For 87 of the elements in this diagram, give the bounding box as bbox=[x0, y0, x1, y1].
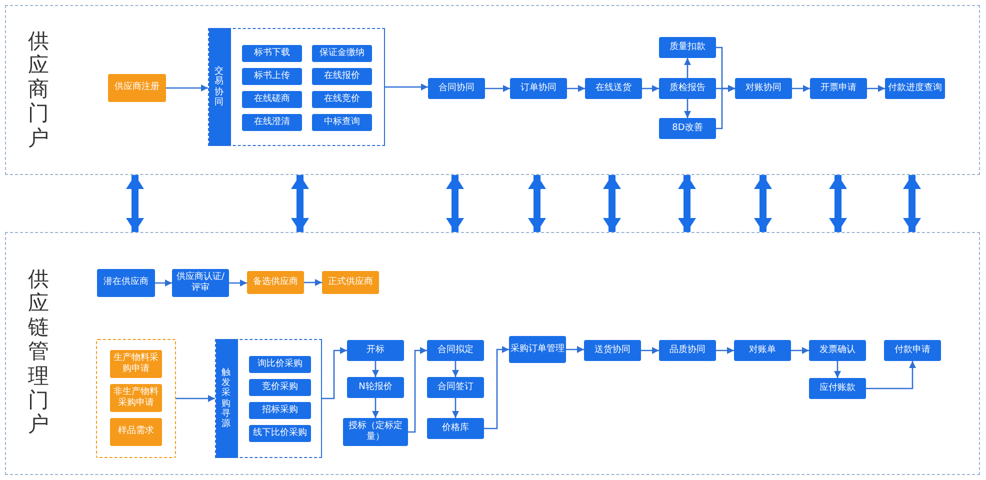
process-box: 在线澄清 bbox=[242, 114, 302, 131]
group-box bbox=[96, 339, 176, 458]
process-box: 备选供应商 bbox=[247, 271, 304, 294]
double-arrow bbox=[754, 175, 772, 232]
group-box bbox=[215, 339, 322, 458]
process-box: 质检报告 bbox=[659, 78, 716, 99]
group-title: 交易协同 bbox=[214, 66, 224, 108]
arrow bbox=[484, 346, 509, 430]
process-box: 付款申请 bbox=[884, 340, 941, 361]
arrow bbox=[229, 280, 247, 286]
arrow bbox=[452, 398, 459, 418]
process-box: 订单协同 bbox=[510, 78, 567, 99]
process-box: 品质协同 bbox=[659, 340, 716, 361]
process-box: 询比价采购 bbox=[249, 356, 311, 373]
process-box: 竞价采购 bbox=[249, 379, 311, 396]
double-arrow bbox=[678, 175, 696, 232]
arrow bbox=[791, 347, 809, 354]
arrow bbox=[176, 395, 215, 402]
process-box: 质量扣款 bbox=[659, 37, 716, 58]
process-box: 发票确认 bbox=[809, 340, 866, 361]
process-box: 开标 bbox=[347, 340, 404, 361]
process-box: 授标（定标定量） bbox=[343, 418, 408, 446]
double-arrow bbox=[903, 175, 921, 232]
arrow bbox=[834, 361, 841, 378]
arrow bbox=[304, 279, 322, 286]
process-box: 在线竞价 bbox=[312, 91, 372, 108]
process-box: 合同拟定 bbox=[427, 340, 484, 361]
portal-title: 供应链管理门户 bbox=[28, 267, 50, 436]
arrow bbox=[684, 99, 691, 118]
portal-title: 供应商门户 bbox=[28, 29, 50, 150]
process-box: 中标查询 bbox=[312, 114, 372, 131]
process-box: 合同签订 bbox=[427, 377, 484, 398]
arrow bbox=[867, 85, 885, 92]
process-box: 对账协同 bbox=[735, 78, 792, 99]
process-box: 保证金缴纳 bbox=[312, 45, 372, 62]
double-arrow bbox=[291, 175, 309, 232]
double-arrow bbox=[829, 175, 847, 232]
process-box: 样品需求 bbox=[110, 418, 162, 446]
arrow bbox=[485, 85, 510, 92]
process-box: 在线报价 bbox=[312, 68, 372, 85]
arrow bbox=[385, 84, 428, 90]
process-box: 招标采购 bbox=[249, 402, 311, 419]
arrow bbox=[372, 361, 379, 377]
arrow bbox=[452, 361, 459, 377]
double-arrow bbox=[446, 175, 464, 232]
process-box: 开票申请 bbox=[810, 78, 867, 99]
arrow bbox=[641, 347, 659, 354]
process-box: 应付账款 bbox=[809, 378, 866, 399]
arrow bbox=[866, 361, 916, 390]
group-box bbox=[208, 28, 385, 146]
process-box: 标书上传 bbox=[242, 68, 302, 85]
portal-panel bbox=[5, 232, 980, 475]
process-box: 8D改善 bbox=[659, 118, 716, 139]
arrow bbox=[716, 85, 735, 130]
process-box: 生产物料采购申请 bbox=[110, 350, 162, 378]
arrow bbox=[716, 347, 734, 354]
process-box: 在线送货 bbox=[585, 78, 642, 99]
process-box: 付款进度查询 bbox=[885, 78, 945, 99]
arrow bbox=[792, 85, 810, 92]
arrow bbox=[567, 85, 585, 92]
process-box: 合同协同 bbox=[428, 78, 485, 99]
portal-panel bbox=[5, 5, 980, 175]
process-box: 采购订单管理 bbox=[509, 336, 566, 363]
arrow bbox=[155, 280, 172, 286]
process-box: 对账单 bbox=[734, 340, 791, 361]
group-title: 触发采购寻源 bbox=[221, 367, 231, 430]
arrow bbox=[684, 58, 691, 78]
process-box: 非生产物料采购申请 bbox=[110, 384, 162, 412]
process-box: 标书下载 bbox=[242, 45, 302, 62]
process-box: 正式供应商 bbox=[322, 271, 379, 294]
arrow bbox=[372, 398, 379, 418]
arrow bbox=[566, 346, 584, 353]
arrow bbox=[166, 84, 208, 92]
process-box: N轮报价 bbox=[347, 377, 404, 398]
process-box: 供应商认证/评审 bbox=[172, 269, 229, 297]
process-box: 供应商注册 bbox=[108, 74, 166, 102]
double-arrow bbox=[126, 175, 144, 232]
process-box: 送货协同 bbox=[584, 340, 641, 361]
process-box: 价格库 bbox=[427, 418, 484, 439]
process-box: 线下比价采购 bbox=[249, 425, 311, 442]
process-box: 在线磋商 bbox=[242, 91, 302, 108]
arrow bbox=[408, 347, 427, 433]
arrow bbox=[642, 85, 659, 92]
process-box: 潜在供应商 bbox=[97, 269, 155, 297]
double-arrow bbox=[603, 175, 621, 232]
double-arrow bbox=[528, 175, 546, 232]
arrow bbox=[322, 347, 347, 400]
